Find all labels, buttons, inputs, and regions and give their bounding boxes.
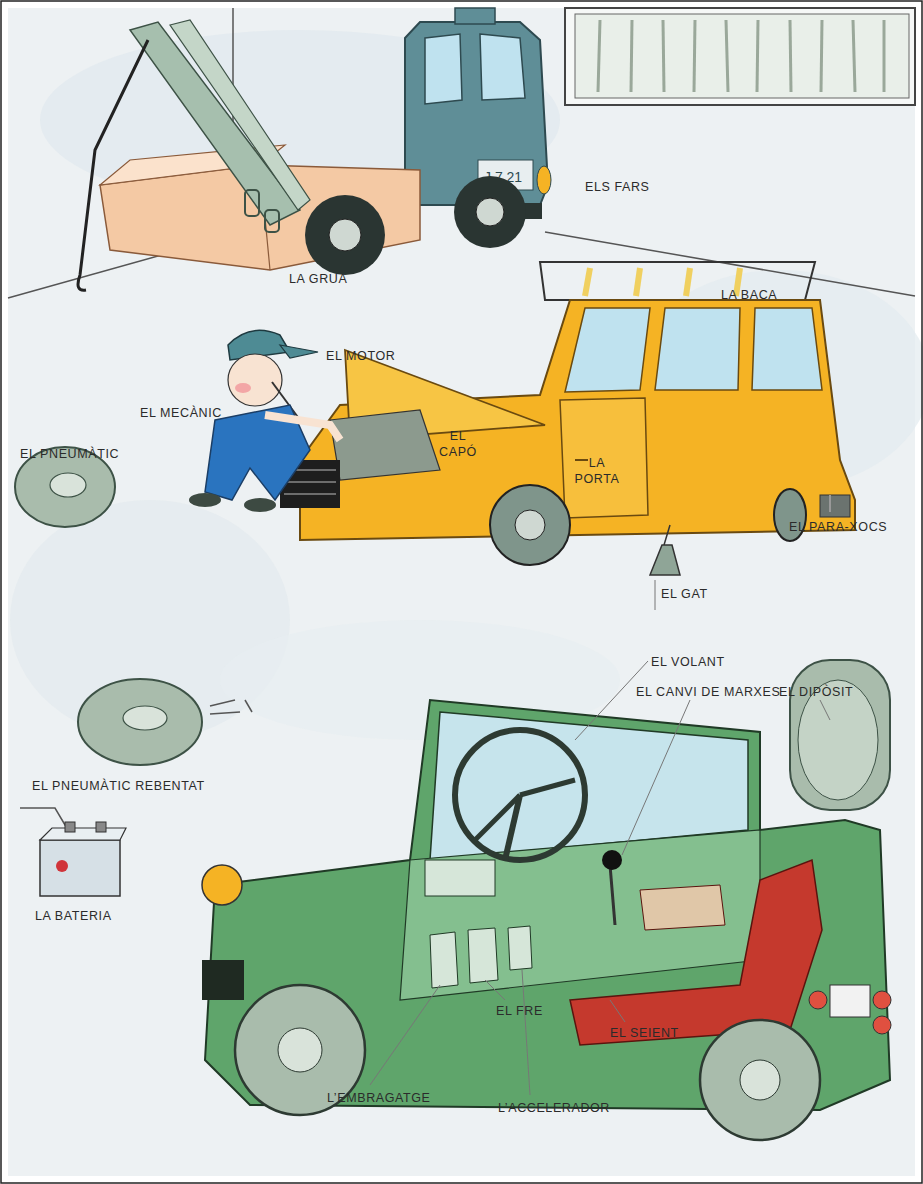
part-label: EL VOLANT — [651, 654, 725, 670]
part-label: LA BATERIA — [35, 908, 112, 924]
part-label: EL CANVI DE MARXES — [636, 684, 780, 700]
part-label: LA BACA — [721, 287, 777, 303]
part-label: EL MECÀNIC — [140, 405, 222, 421]
part-label: L’ACCELERADOR — [498, 1100, 610, 1116]
floor-line — [545, 232, 915, 296]
burst-tyre — [78, 679, 252, 765]
tow-truck: J.7.21 — [78, 8, 551, 290]
part-label: ELS FARS — [585, 179, 650, 195]
part-label: EL FRE — [496, 1003, 543, 1019]
leader-line — [829, 495, 831, 512]
part-label: L’EMBRAGATGE — [327, 1090, 431, 1106]
part-label: EL MOTOR — [326, 348, 395, 364]
mechanic — [189, 330, 340, 512]
part-label: LA PORTA — [568, 455, 626, 487]
part-label: EL DIPÒSIT — [779, 684, 853, 700]
part-label: EL GAT — [661, 586, 708, 602]
part-label: EL CAPÓ — [432, 428, 484, 460]
leader-lines — [370, 580, 830, 1095]
battery — [20, 808, 126, 896]
part-label: EL PNEUMÀTIC REBENTAT — [32, 778, 205, 794]
yellow-car — [280, 262, 855, 575]
part-label: EL SEIENT — [610, 1025, 679, 1041]
part-label: EL PARA-XOCS — [789, 519, 887, 535]
window — [565, 8, 915, 105]
part-label: LA GRUA — [289, 271, 347, 287]
wall-wash — [8, 8, 915, 1176]
green-car — [202, 660, 891, 1140]
part-label: EL PNEUMÀTIC — [20, 446, 119, 462]
